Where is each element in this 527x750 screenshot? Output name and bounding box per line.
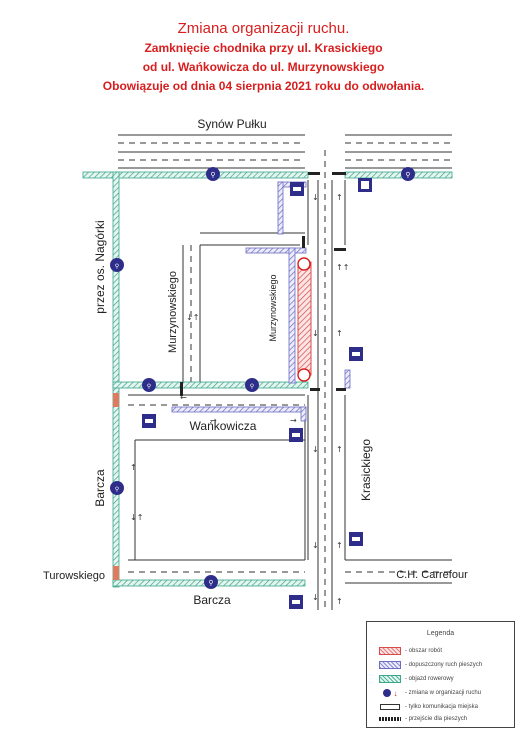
legend-label: - dopuszczony ruch pieszych [405, 662, 483, 668]
pedestrian-bike-sign-icon: ⚲ [142, 378, 156, 392]
label-murzynowskiego-left: Murzynowskiego [167, 271, 179, 353]
traffic-arrow-icon: → [290, 416, 297, 425]
map-title-block: Zmiana organizacji ruchu. Zamknięcie cho… [0, 18, 527, 96]
bike-detour-paths [82, 171, 453, 588]
legend-row-bike: - objazd rowerowy [379, 674, 454, 684]
pedestrian-bike-sign-icon: ⚲ [110, 258, 124, 272]
legend-label: - objazd rowerowy [405, 676, 454, 682]
legend-label: - przejście dla pieszych [405, 716, 468, 722]
svg-text:⚲: ⚲ [250, 383, 254, 390]
svg-text:⚲: ⚲ [115, 263, 119, 270]
bus-stop-icon [142, 414, 156, 428]
map-subtitle-2: od ul. Wańkowicza do ul. Murzynowskiego [142, 60, 385, 74]
legend-label: - tylko komunikacja miejska [405, 704, 479, 710]
bus-only-icon [379, 703, 401, 711]
traffic-arrow-icon: ↓ [312, 329, 319, 338]
no-entry-circle-icon [297, 368, 311, 382]
traffic-arrow-icon: ↓ [312, 593, 319, 602]
traffic-arrow-icon: ↑ [336, 597, 343, 606]
traffic-arrow-icon: ↓↑ [186, 313, 199, 322]
traffic-arrow-icon: ↑ [336, 329, 343, 338]
bus-stop-icon [289, 428, 303, 442]
legend-row-bus: - tylko komunikacja miejska [379, 702, 478, 712]
synow-pulku-road [118, 134, 452, 169]
traffic-arrow-icon: ↓↑ [130, 513, 143, 522]
label-barcza-bottom: Barcza [193, 593, 231, 607]
traffic-arrows: ↓ ↑ ↑↑ ↓ ↑ ↓ ↑ ↓ ↑ ↓ ↑ ↓↑ ↑ ↓↑ ← → → [130, 193, 349, 606]
pedestrian-crossings [113, 172, 346, 580]
bus-stops [142, 178, 372, 609]
map-title: Zmiana organizacji ruchu. [177, 20, 350, 37]
change-sign-icon: ↓ [379, 689, 401, 698]
pedestrian-bike-sign-icon: ⚲ [245, 378, 259, 392]
bus-stop-icon [290, 182, 304, 196]
bus-stop-icon [358, 178, 372, 192]
bus-stop-icon [349, 532, 363, 546]
no-entry-circle-icon [297, 257, 311, 271]
svg-text:⚲: ⚲ [208, 579, 213, 587]
legend-title: Legenda [426, 630, 455, 637]
crossing-icon [379, 717, 401, 721]
bus-stop-icon [349, 347, 363, 361]
bicycle-sign-icon: ⚲ [401, 167, 415, 181]
label-murzynowskiego-right: Murzynowskiego [268, 274, 278, 341]
bicycle-signs: ⚲ ⚲ ⚲ ⚲ ⚲ ⚲ ⚲ [110, 167, 415, 589]
pedestrian-bike-sign-icon: ⚲ [110, 481, 124, 495]
traffic-arrow-icon: ↑ [130, 463, 137, 472]
bike-swatch [379, 675, 401, 683]
label-krasickiego: Krasickiego [359, 439, 373, 501]
map-subtitle-3: Obowiązuje od dnia 04 sierpnia 2021 roku… [102, 79, 425, 93]
svg-text:⚲: ⚲ [210, 171, 215, 179]
traffic-arrow-icon: ↑↑ [336, 263, 349, 272]
label-synow-pulku: Synów Pułku [197, 117, 266, 131]
svg-text:⚲: ⚲ [147, 383, 151, 390]
legend: Legenda - obszar robót - dopuszczony ruc… [366, 621, 515, 728]
bicycle-sign-icon: ⚲ [206, 167, 220, 181]
svg-text:⚲: ⚲ [405, 171, 410, 179]
label-ch-carrefour: C.H. Carrefour [396, 569, 468, 581]
work-area [297, 257, 312, 382]
label-barcza-vertical: Barcza [93, 469, 107, 507]
traffic-arrow-icon: ↓ [312, 445, 319, 454]
pedestrian-swatch [379, 661, 401, 669]
traffic-arrow-icon: ↑ [336, 541, 343, 550]
legend-row-crossing: - przejście dla pieszych [379, 714, 467, 724]
traffic-arrow-icon: ↑ [336, 193, 343, 202]
label-przez-os-nagorki: przez os. Nagórki [93, 220, 107, 313]
legend-label: - obszar robót [405, 648, 443, 654]
label-turowskiego: Turowskiego [43, 570, 105, 582]
legend-row-pedestrian: - dopuszczony ruch pieszych [379, 660, 482, 670]
legend-row-work-area: - obszar robót [379, 646, 442, 656]
krasickiego-road [307, 150, 346, 610]
legend-label: - zmiana w organizacji ruchu [405, 690, 482, 696]
svg-text:⚲: ⚲ [115, 486, 119, 493]
bicycle-sign-icon: ⚲ [204, 575, 218, 589]
traffic-arrow-icon: ↑ [336, 445, 343, 454]
work-area-swatch [379, 647, 401, 655]
legend-row-change: ↓ - zmiana w organizacji ruchu [379, 688, 481, 698]
label-wankowicza: Wańkowicza [190, 419, 257, 433]
traffic-arrow-icon: ← [180, 393, 187, 402]
traffic-arrow-icon: → [210, 416, 217, 425]
map-subtitle-1: Zamknięcie chodnika przy ul. Krasickiego [144, 41, 383, 55]
bus-stop-icon [289, 595, 303, 609]
traffic-arrow-icon: ↓ [312, 193, 319, 202]
traffic-arrow-icon: ↓ [312, 541, 319, 550]
murzynowskiego-left-road [182, 232, 305, 385]
